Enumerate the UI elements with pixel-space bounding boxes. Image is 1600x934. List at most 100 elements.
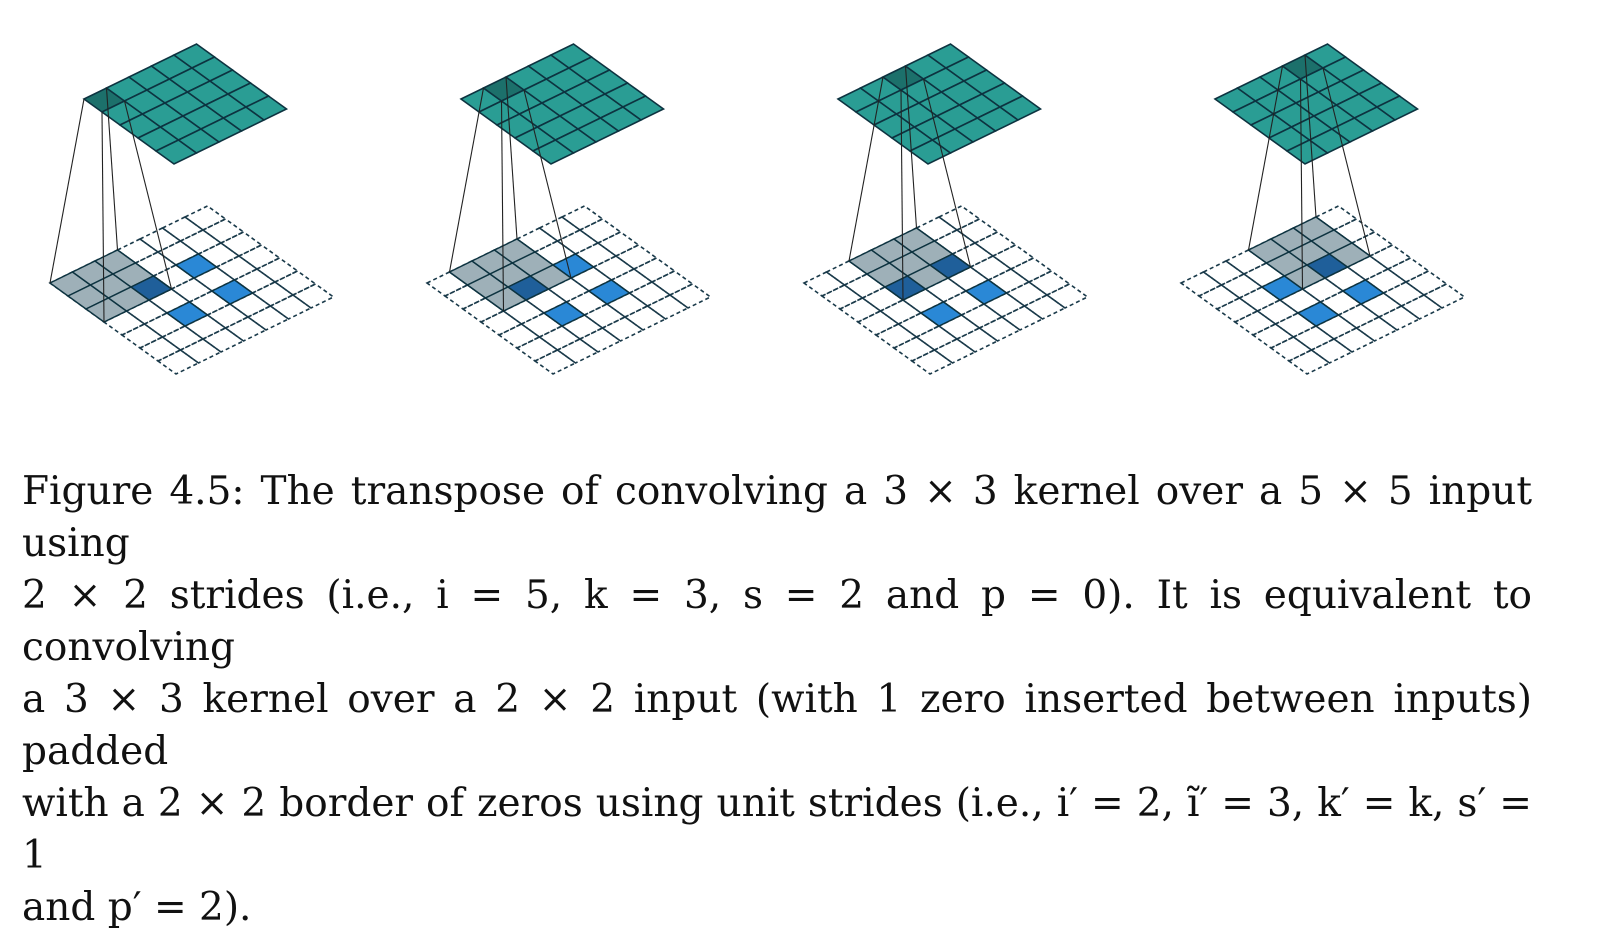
padded-input-cell [856, 310, 901, 336]
padded-input-cell [955, 327, 1000, 353]
padded-input-cell [160, 216, 205, 242]
padded-input-cell [802, 271, 847, 297]
input-value-cell [542, 301, 586, 327]
projection-line [505, 76, 518, 240]
padded-input-cell [555, 338, 600, 364]
padded-input-cell [479, 310, 524, 336]
padded-input-cell [1215, 297, 1260, 323]
input-value-cell [964, 279, 1008, 305]
padded-input-cell [591, 255, 636, 281]
padded-input-cell [250, 281, 295, 307]
padded-input-cell [896, 312, 941, 338]
padded-input-cell [932, 338, 977, 364]
input-value-cell [1341, 279, 1385, 305]
padded-input-cell [1219, 273, 1264, 299]
projection-line [900, 89, 904, 301]
projection-line [523, 89, 572, 279]
padded-input-cell [860, 286, 905, 312]
padded-input-cell [892, 336, 937, 362]
kernel-window [448, 238, 573, 312]
padded-input-cell [1368, 244, 1413, 270]
padded-input-cell [632, 257, 677, 283]
padded-input-cell [291, 283, 336, 309]
padded-input-cell [1000, 305, 1045, 331]
caption-line-1: Figure 4.5: The transpose of convolving … [22, 469, 1532, 566]
padded-input-cell [156, 349, 201, 375]
padded-input-cell [178, 229, 223, 255]
padded-input-cell [668, 283, 713, 309]
padded-input-cell [578, 218, 623, 244]
padded-input-cell [1251, 323, 1296, 349]
padded-input-cell [1377, 305, 1422, 331]
padded-input-cell [1404, 270, 1449, 296]
figure-caption: Figure 4.5: The transpose of convolving … [22, 466, 1532, 934]
padded-input-cell [255, 257, 300, 283]
padded-input-cell [1237, 286, 1282, 312]
panel-2 [425, 43, 713, 375]
padded-input-cell [1332, 327, 1377, 353]
kernel-window [847, 227, 972, 301]
padded-input-cell [1242, 262, 1287, 288]
projection-line [904, 65, 918, 229]
padded-input-cell [223, 316, 268, 342]
padded-input-cell [600, 316, 645, 342]
input-value-cell [210, 279, 254, 305]
padded-input-cell [937, 205, 982, 231]
projection-line [105, 87, 119, 251]
padded-input-cell [991, 244, 1036, 270]
padded-input-cell [842, 273, 887, 299]
kernel-window [1247, 216, 1372, 290]
padded-input-cell [138, 336, 183, 362]
padded-input-cell [1255, 299, 1300, 325]
padded-input-cell [596, 231, 641, 257]
projection-line [1247, 65, 1284, 251]
output-grid [459, 43, 666, 165]
input-value-cell [919, 301, 963, 327]
padded-input-cell [156, 240, 201, 266]
panel-3 [802, 43, 1090, 375]
padded-input-cell [214, 255, 259, 281]
padded-input-grid [802, 205, 1090, 375]
padded-input-cell [178, 338, 223, 364]
padded-input-cell [914, 325, 959, 351]
padded-input-grid [425, 205, 713, 375]
padded-input-cell [443, 284, 488, 310]
padded-input-cell [1009, 257, 1054, 283]
transposed-convolution-figure [48, 43, 1467, 375]
padded-input-cell [1354, 316, 1399, 342]
panel-4 [1179, 43, 1467, 375]
output-cell [244, 95, 289, 121]
padded-input-cell [201, 218, 246, 244]
padded-input-cell [614, 244, 659, 270]
padded-input-cell [645, 294, 690, 320]
caption-line-2: 2 × 2 strides (i.e., i = 5, k = 3, s = 2… [22, 573, 1532, 670]
padded-input-cell [1287, 349, 1332, 375]
padded-input-cell [138, 227, 183, 253]
output-cell [1375, 95, 1420, 121]
input-value-cell [174, 253, 218, 279]
padded-input-cell [1381, 281, 1426, 307]
caption-line-5: and p′ = 2). [22, 885, 252, 930]
padded-input-cell [1422, 283, 1467, 309]
projection-line [1299, 78, 1304, 290]
caption-line-3: a 3 × 3 kernel over a 2 × 2 input (with … [22, 677, 1532, 774]
padded-input-cell [910, 349, 955, 375]
padded-input-cell [1309, 338, 1354, 364]
padded-input-cell [1336, 303, 1381, 329]
padded-input-cell [820, 284, 865, 310]
projection-line [101, 111, 105, 323]
output-grid [82, 43, 289, 165]
padded-input-cell [515, 336, 560, 362]
padded-input-cell [1233, 310, 1278, 336]
padded-input-cell [237, 244, 282, 270]
padded-input-cell [201, 327, 246, 353]
panel-1 [48, 43, 336, 375]
padded-input-cell [973, 231, 1018, 257]
padded-input-cell [519, 312, 564, 338]
caption-line-4: with a 2 × 2 border of zeros using unit … [22, 781, 1532, 878]
padded-input-cell [1201, 260, 1246, 286]
padded-input-cell [955, 218, 1000, 244]
padded-input-cell [560, 205, 605, 231]
padded-input-cell [1273, 312, 1318, 338]
padded-input-cell [1045, 283, 1090, 309]
